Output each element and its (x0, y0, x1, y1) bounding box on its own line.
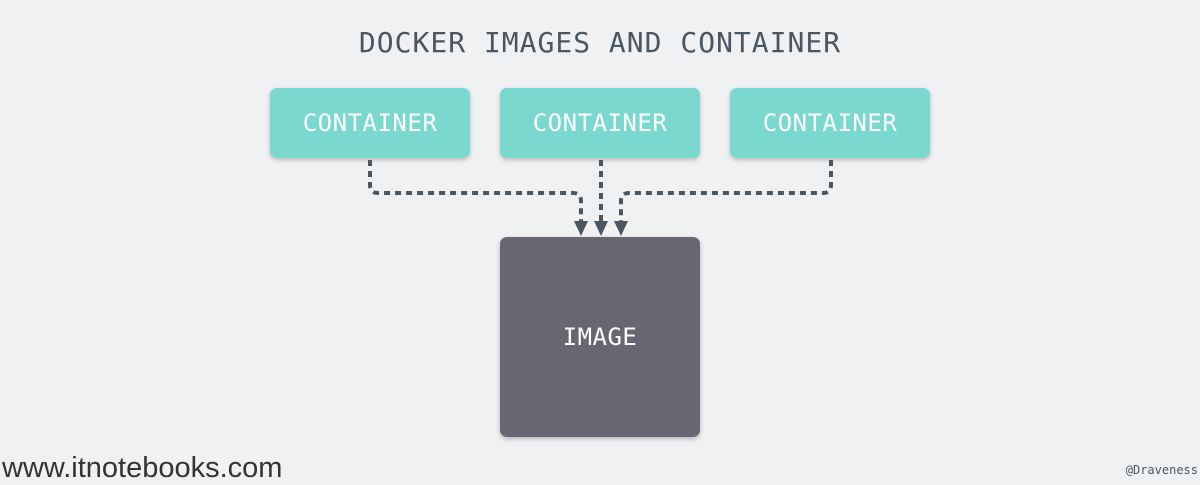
connector-right (619, 160, 833, 222)
connector-left (368, 160, 583, 222)
container-box-2: CONTAINER (500, 88, 700, 158)
container-box-1: CONTAINER (270, 88, 470, 158)
arrowhead-center (594, 221, 608, 236)
arrowhead-left (574, 221, 588, 236)
container-label: CONTAINER (302, 109, 438, 137)
image-box: IMAGE (500, 237, 700, 437)
container-box-3: CONTAINER (730, 88, 930, 158)
diagram-title: DOCKER IMAGES AND CONTAINER (358, 26, 842, 59)
container-label: CONTAINER (532, 109, 668, 137)
watermark-text: www.itnotebooks.com (2, 452, 283, 484)
image-label: IMAGE (562, 323, 638, 351)
credit-text: @Draveness (1125, 463, 1198, 477)
container-label: CONTAINER (762, 109, 898, 137)
arrowhead-right (614, 221, 628, 236)
